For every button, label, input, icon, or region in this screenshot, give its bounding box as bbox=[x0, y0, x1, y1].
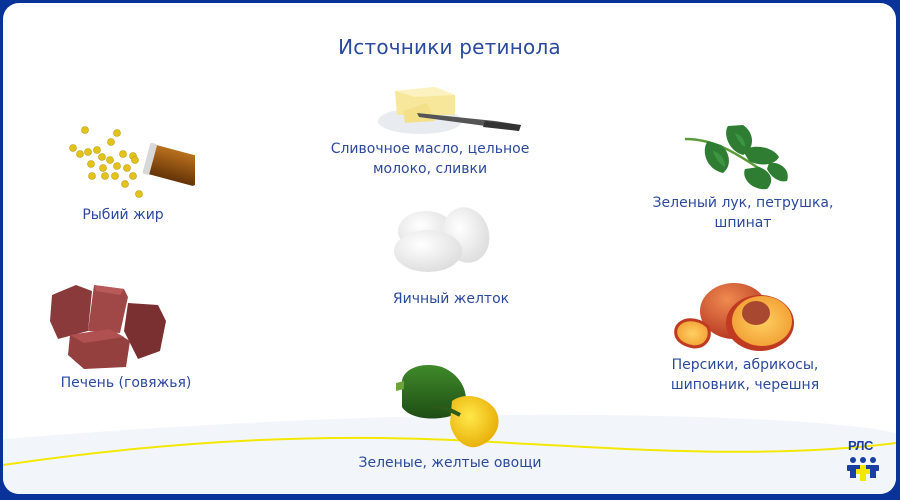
eggs-icon bbox=[394, 207, 490, 272]
item-liver: Печень (говяжья) bbox=[26, 281, 226, 396]
butter-icon bbox=[378, 87, 521, 134]
slide-card: Источники ретинола bbox=[3, 3, 896, 494]
item-greens: Зеленый лук, петрушка, шпинат bbox=[633, 121, 853, 236]
people-cross-icon bbox=[847, 457, 879, 481]
item-label: Рыбий жир bbox=[82, 207, 164, 223]
page-title: Источники ретинола bbox=[338, 35, 561, 59]
rls-logo: РЛС bbox=[846, 438, 882, 484]
item-label: Зеленый лук, петрушка, шпинат bbox=[652, 195, 834, 231]
logo-text: РЛС bbox=[848, 438, 873, 453]
item-peach: Персики, абрикосы, шиповник, черешня bbox=[640, 281, 850, 396]
parsley-icon bbox=[684, 125, 788, 190]
item-label: Печень (говяжья) bbox=[60, 375, 192, 391]
fish-oil-capsules-icon bbox=[69, 126, 195, 198]
item-peppers: Зеленые, желтые овощи bbox=[340, 357, 560, 477]
item-fish-oil: Рыбий жир bbox=[43, 118, 203, 228]
item-label: Персики, абрикосы, шиповник, черешня bbox=[670, 357, 820, 393]
bell-peppers-icon bbox=[396, 365, 499, 448]
item-butter: Сливочное масло, цельное молоко, сливки bbox=[320, 83, 540, 183]
item-label: Сливочное масло, цельное молоко, сливки bbox=[330, 141, 530, 177]
item-egg: Яичный желток bbox=[356, 205, 546, 310]
peach-icon bbox=[674, 283, 794, 351]
item-label: Яичный желток bbox=[392, 291, 510, 307]
bottom-wave-decoration bbox=[3, 414, 896, 494]
liver-icon bbox=[50, 285, 166, 369]
item-label: Зеленые, желтые овощи bbox=[358, 455, 542, 471]
